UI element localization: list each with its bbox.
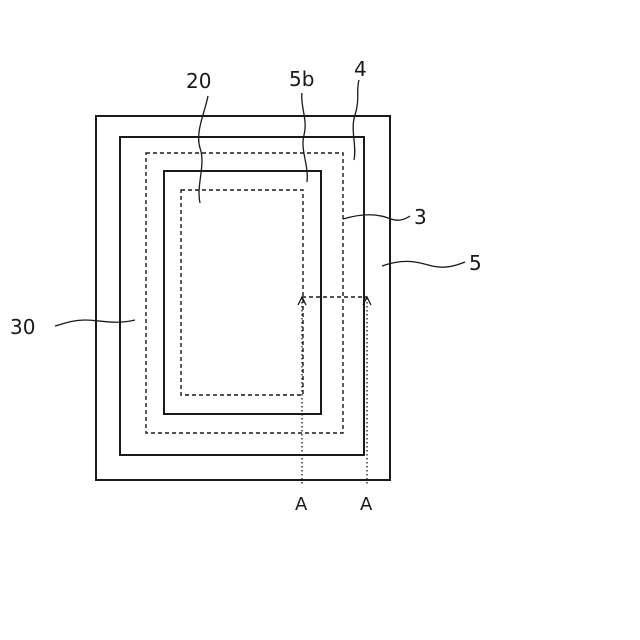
- leader-line-3: [343, 215, 410, 220]
- label-section-a-left: A: [295, 494, 308, 515]
- label-5: 5: [469, 251, 482, 275]
- label-20: 20: [186, 69, 211, 93]
- label-section-a-right: A: [360, 494, 373, 515]
- leader-line-20: [199, 96, 208, 203]
- label-3: 3: [414, 205, 427, 229]
- label-4: 4: [354, 57, 367, 81]
- label-30: 30: [10, 315, 35, 339]
- leader-line-5: [382, 261, 465, 267]
- arrowhead-left: [298, 297, 306, 305]
- dashed-outline-3: [146, 153, 343, 433]
- label-5b: 5b: [289, 67, 314, 91]
- leader-line-4: [353, 80, 359, 160]
- inner-frame-30: [120, 137, 364, 455]
- frame-5b: [164, 171, 321, 414]
- dashed-region-20: [181, 190, 303, 395]
